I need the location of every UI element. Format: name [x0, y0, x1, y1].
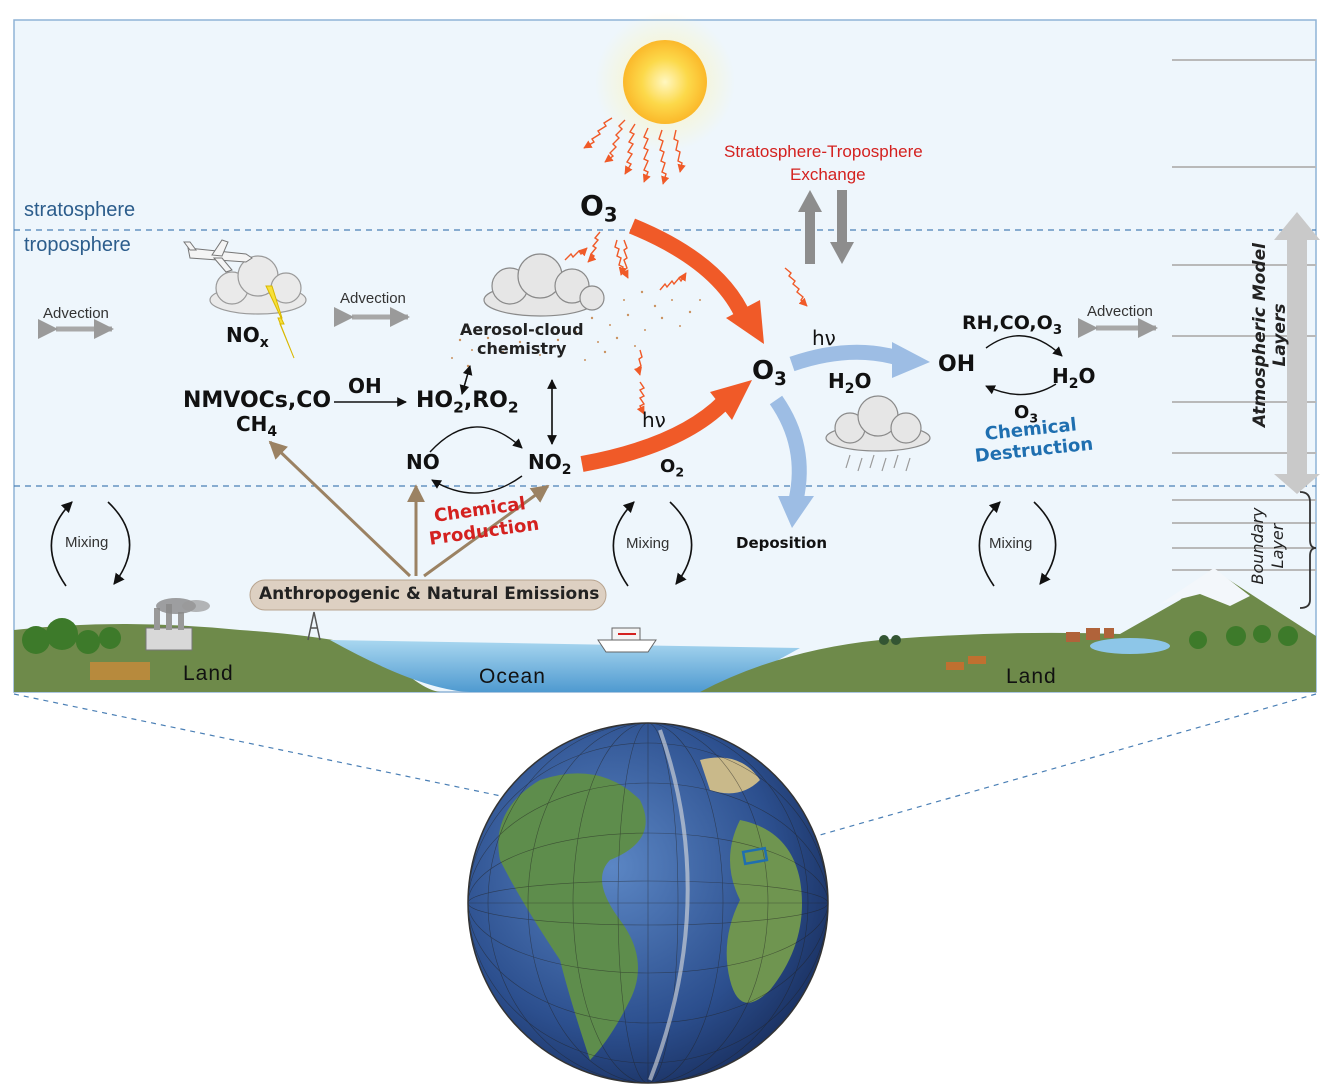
- farm-icon: [879, 635, 986, 670]
- aerosol-label-line2: chemistry: [477, 339, 567, 358]
- h2o-mid-label: H2O: [828, 369, 872, 397]
- model-layers-label: Atmospheric Model Layers: [1250, 243, 1290, 427]
- o3-destruction-label: O3: [1014, 402, 1039, 426]
- ste-label-line2: Exchange: [790, 165, 866, 184]
- nmvocs-label: NMVOCs,CO: [183, 388, 332, 413]
- cloud-rain: [825, 395, 931, 472]
- rh-co-o3-label: RH,CO,O3: [962, 312, 1063, 338]
- mixing-label-mid: Mixing: [626, 535, 670, 552]
- stratosphere-label: stratosphere: [24, 199, 136, 221]
- trees-left: [22, 618, 1298, 654]
- cloud-aerosol: [483, 253, 605, 317]
- emission-arrows: [268, 440, 550, 578]
- boundary-layer-brace: [1299, 491, 1317, 609]
- model-layers-arrow: [1274, 212, 1320, 494]
- no2-o3-arrow: [580, 396, 730, 472]
- ocean: [330, 640, 800, 692]
- o3-oh-arrow: [789, 344, 901, 372]
- o3-oh-arrowhead: [892, 342, 930, 378]
- globe: [467, 722, 829, 1084]
- sunlight-rays: [564, 117, 808, 415]
- cloud-nox: [209, 255, 307, 315]
- o3-stratosphere: O3: [580, 189, 618, 227]
- ste-arrows: [798, 190, 854, 264]
- h2o-right-label: H2O: [1052, 364, 1096, 392]
- oh-label: OH: [938, 352, 976, 377]
- oil-rig-icon: [307, 611, 321, 641]
- zoom-line-left: [13, 693, 521, 801]
- troposphere-label: troposphere: [24, 234, 131, 256]
- advection-label-right: Advection: [1087, 303, 1153, 320]
- land-right: [700, 570, 1316, 692]
- land-left-label: Land: [183, 662, 234, 685]
- globe-highlight-cell: [741, 846, 769, 866]
- emissions-label: Anthropogenic & Natural Emissions: [259, 584, 600, 604]
- advection-arrows: [38, 307, 1158, 339]
- hv-label-1: hν: [642, 408, 666, 432]
- ste-label-line1: Stratosphere-Troposphere: [724, 142, 923, 161]
- boundary-layer-label: Boundary Layer: [1248, 507, 1287, 585]
- aerosol-label-line1: Aerosol-cloud: [460, 320, 584, 339]
- no-label: NO: [406, 450, 440, 474]
- o3-transport-arrowhead: [726, 300, 764, 344]
- factory-icon: [145, 598, 210, 651]
- nox-label: NOx: [226, 323, 269, 351]
- deposition-label: Deposition: [736, 534, 828, 552]
- advection-label-mid: Advection: [340, 290, 406, 307]
- mixing-arrows: [50, 501, 1057, 587]
- hv-label-2: hν: [812, 326, 836, 350]
- ship-icon: [597, 627, 657, 653]
- sun: [623, 40, 707, 124]
- airplane-icon: [183, 239, 253, 273]
- o2-label: O2: [660, 456, 685, 480]
- lake: [1090, 638, 1170, 654]
- o3-transport-arrow: [628, 218, 752, 322]
- land-right-label: Land: [1006, 665, 1057, 688]
- reaction-arrows: [334, 335, 1063, 494]
- zoom-line-right: [759, 693, 1317, 853]
- advection-label-left: Advection: [43, 305, 109, 322]
- houses-icon: [1066, 628, 1114, 642]
- deposition-arrowhead: [778, 496, 814, 528]
- mixing-label-left: Mixing: [65, 534, 109, 551]
- mixing-label-right: Mixing: [989, 535, 1033, 552]
- ch4-label: CH4: [236, 412, 278, 440]
- mountain-snow: [1160, 568, 1250, 606]
- ocean-label: Ocean: [479, 665, 546, 688]
- aerosol-particles: [451, 290, 701, 368]
- lightning-icon: [265, 285, 295, 359]
- oh-reactant-label: OH: [348, 374, 382, 398]
- deposition-arrow: [769, 395, 807, 502]
- emissions-box: [249, 579, 607, 611]
- no2-label: NO2: [528, 450, 572, 478]
- ho2-ro2-label: HO2,RO2: [416, 388, 519, 417]
- no2-o3-arrowhead: [710, 380, 752, 420]
- fire-field: [90, 662, 150, 680]
- o3-troposphere: O3: [752, 356, 787, 391]
